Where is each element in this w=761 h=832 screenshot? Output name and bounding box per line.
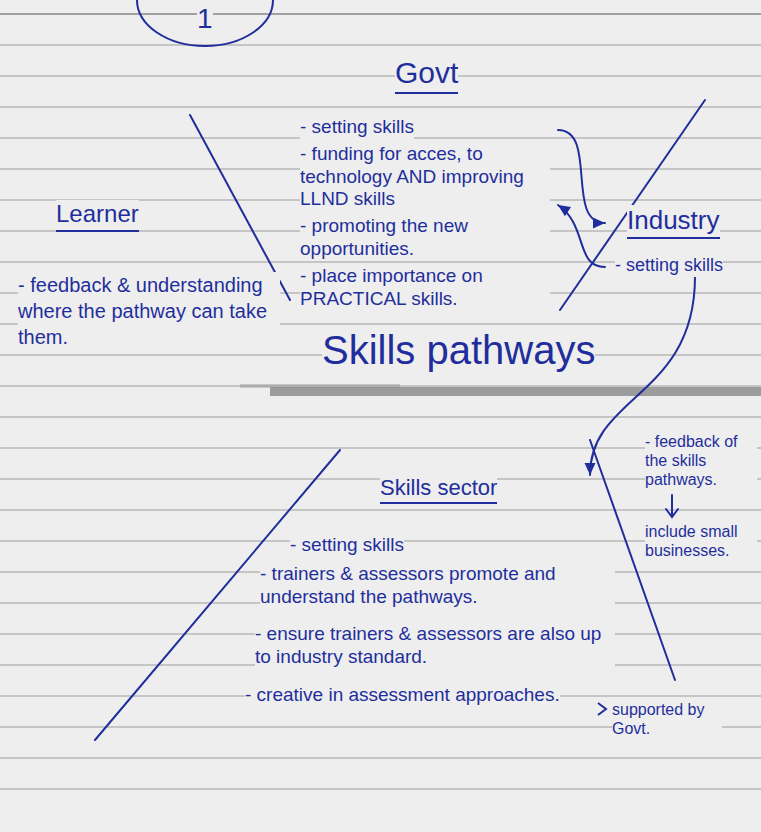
arrow-head [585, 463, 596, 475]
scan-smudge [240, 384, 400, 388]
note-text: - setting skills [615, 255, 723, 277]
arrow-line [558, 130, 605, 223]
govt-section: Govt - setting skills - funding for acces,… [300, 55, 558, 310]
arrow-head [593, 218, 605, 229]
side-note: supported by Govt. [612, 700, 722, 738]
ruled-lines [0, 14, 761, 789]
note-text: - promoting the new opportunities. [300, 215, 550, 261]
learner-section: Learner - feedback & understanding where … [18, 200, 280, 350]
hand-drawn-arrow [558, 205, 605, 267]
label-holder: - feedback of the skills pathways. [645, 432, 757, 490]
arrow-line [558, 205, 605, 267]
label-holder: include small businesses. [645, 522, 757, 560]
label-holder: supported by Govt. [612, 700, 722, 738]
quadrant-lines [95, 100, 705, 740]
section-heading: Learner [56, 200, 139, 232]
note-text: - setting skills [300, 116, 414, 139]
industry-section: Industry - setting skills [605, 205, 755, 277]
section-heading: Skills sector [380, 475, 497, 504]
number-circle [137, 0, 273, 46]
hand-drawn-arrow [558, 130, 605, 229]
side-note: - feedback of the skills pathways. [645, 432, 757, 490]
label-holder: 1 [197, 2, 237, 36]
side-note: include small businesses. [645, 522, 757, 560]
note-text: - setting skills [290, 534, 404, 557]
page-number: 1 [197, 2, 213, 36]
scan-smudge [270, 387, 761, 396]
note-text: - creative in assessment approaches. [245, 684, 560, 707]
note-text: - feedback & understanding where the pat… [18, 272, 280, 350]
central-topic: Skills pathways [322, 326, 632, 374]
arrow-head [558, 205, 571, 216]
note-text: - funding for acces, to technology AND i… [300, 143, 550, 211]
section-heading: Govt [395, 55, 458, 94]
pointer-mark [598, 703, 606, 715]
note-text: Skills pathways [322, 326, 595, 374]
skills-sector-section: Skills sector - setting skills - trainers … [245, 475, 615, 707]
note-text: - ensure trainers & assessors are also u… [255, 623, 615, 669]
small-arrow [666, 495, 678, 517]
section-heading: Industry [627, 205, 720, 239]
note-text: - trainers & assessors promote and under… [260, 563, 615, 609]
note-text: - place importance on PRACTICAL skills. [300, 265, 550, 311]
